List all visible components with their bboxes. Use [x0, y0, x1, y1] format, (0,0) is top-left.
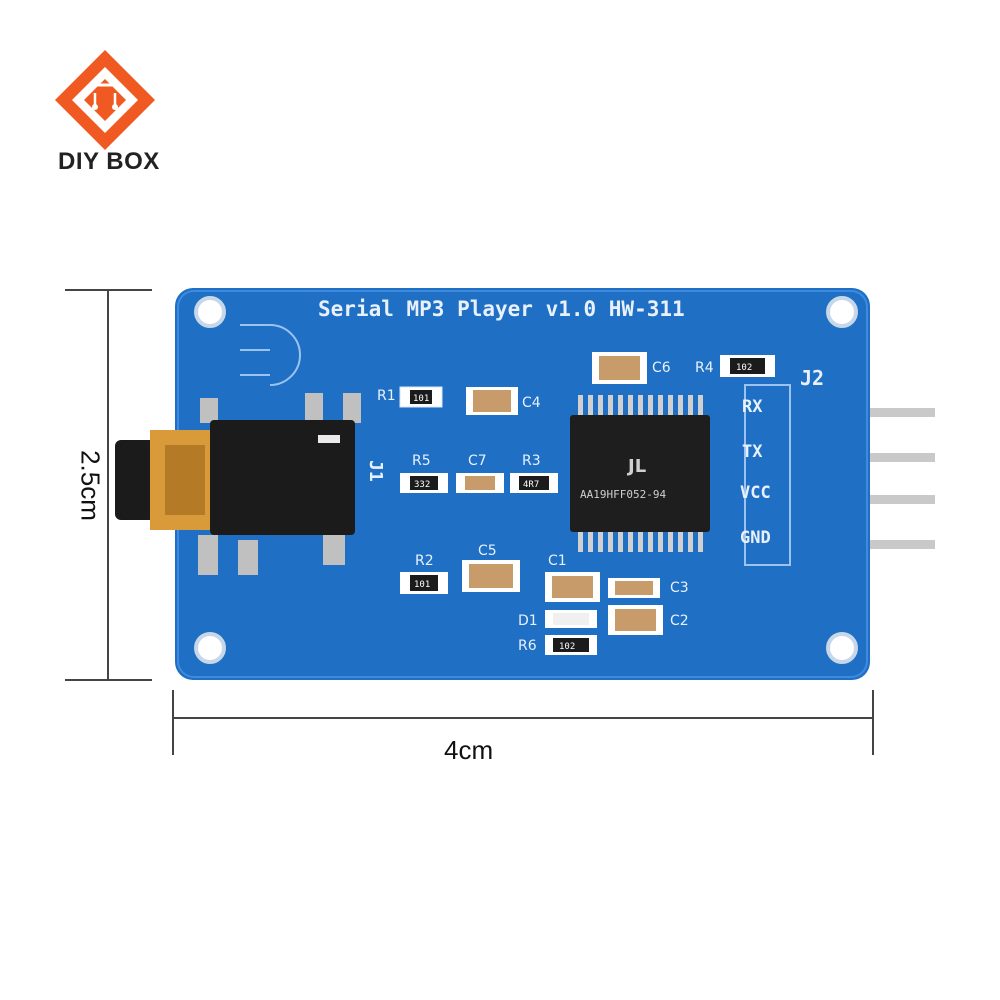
label-c2: C2	[670, 613, 689, 629]
pin-label-vcc: VCC	[740, 483, 771, 503]
audio-jack	[115, 393, 361, 575]
r1-code: 101	[413, 394, 429, 404]
r5-code: 332	[414, 480, 430, 490]
label-r6: R6	[518, 638, 537, 654]
label-c7: C7	[468, 453, 487, 469]
label-c3: C3	[670, 580, 689, 596]
svg-text:JL: JL	[626, 456, 646, 477]
pin-label-gnd: GND	[740, 528, 771, 548]
width-dimension-line	[172, 690, 874, 755]
board-title: Serial MP3 Player v1.0 HW-311	[318, 297, 685, 321]
brand-name: DIY BOX	[58, 148, 160, 175]
label-r1: R1	[377, 388, 396, 404]
mp3-chip: JL AA19HFF052-94	[570, 395, 710, 552]
pin-label-rx: RX	[742, 397, 763, 417]
label-r5: R5	[412, 453, 431, 469]
label-c6: C6	[652, 360, 671, 376]
label-c4: C4	[522, 395, 541, 411]
label-r4: R4	[695, 360, 714, 376]
chip-marking: AA19HFF052-94	[580, 488, 666, 501]
diy-box-logo	[55, 50, 155, 150]
logo-diamond-icon	[55, 50, 155, 150]
r4-code: 102	[736, 363, 752, 373]
r2-code: 101	[414, 580, 430, 590]
label-c1: C1	[548, 553, 567, 569]
mounting-holes	[194, 296, 858, 664]
smd-components	[399, 352, 775, 655]
width-label: 4cm	[444, 735, 494, 765]
jack-label: J1	[365, 460, 386, 482]
height-label: 2.5cm	[75, 450, 106, 521]
label-c5: C5	[478, 543, 497, 559]
r3-code: 4R7	[523, 480, 539, 490]
r6-code: 102	[559, 642, 575, 652]
height-dimension-line	[65, 289, 152, 681]
label-r3: R3	[522, 453, 541, 469]
pin-label-tx: TX	[742, 442, 763, 462]
label-r2: R2	[415, 553, 434, 569]
header-label: J2	[800, 366, 824, 390]
label-d1: D1	[518, 613, 538, 629]
